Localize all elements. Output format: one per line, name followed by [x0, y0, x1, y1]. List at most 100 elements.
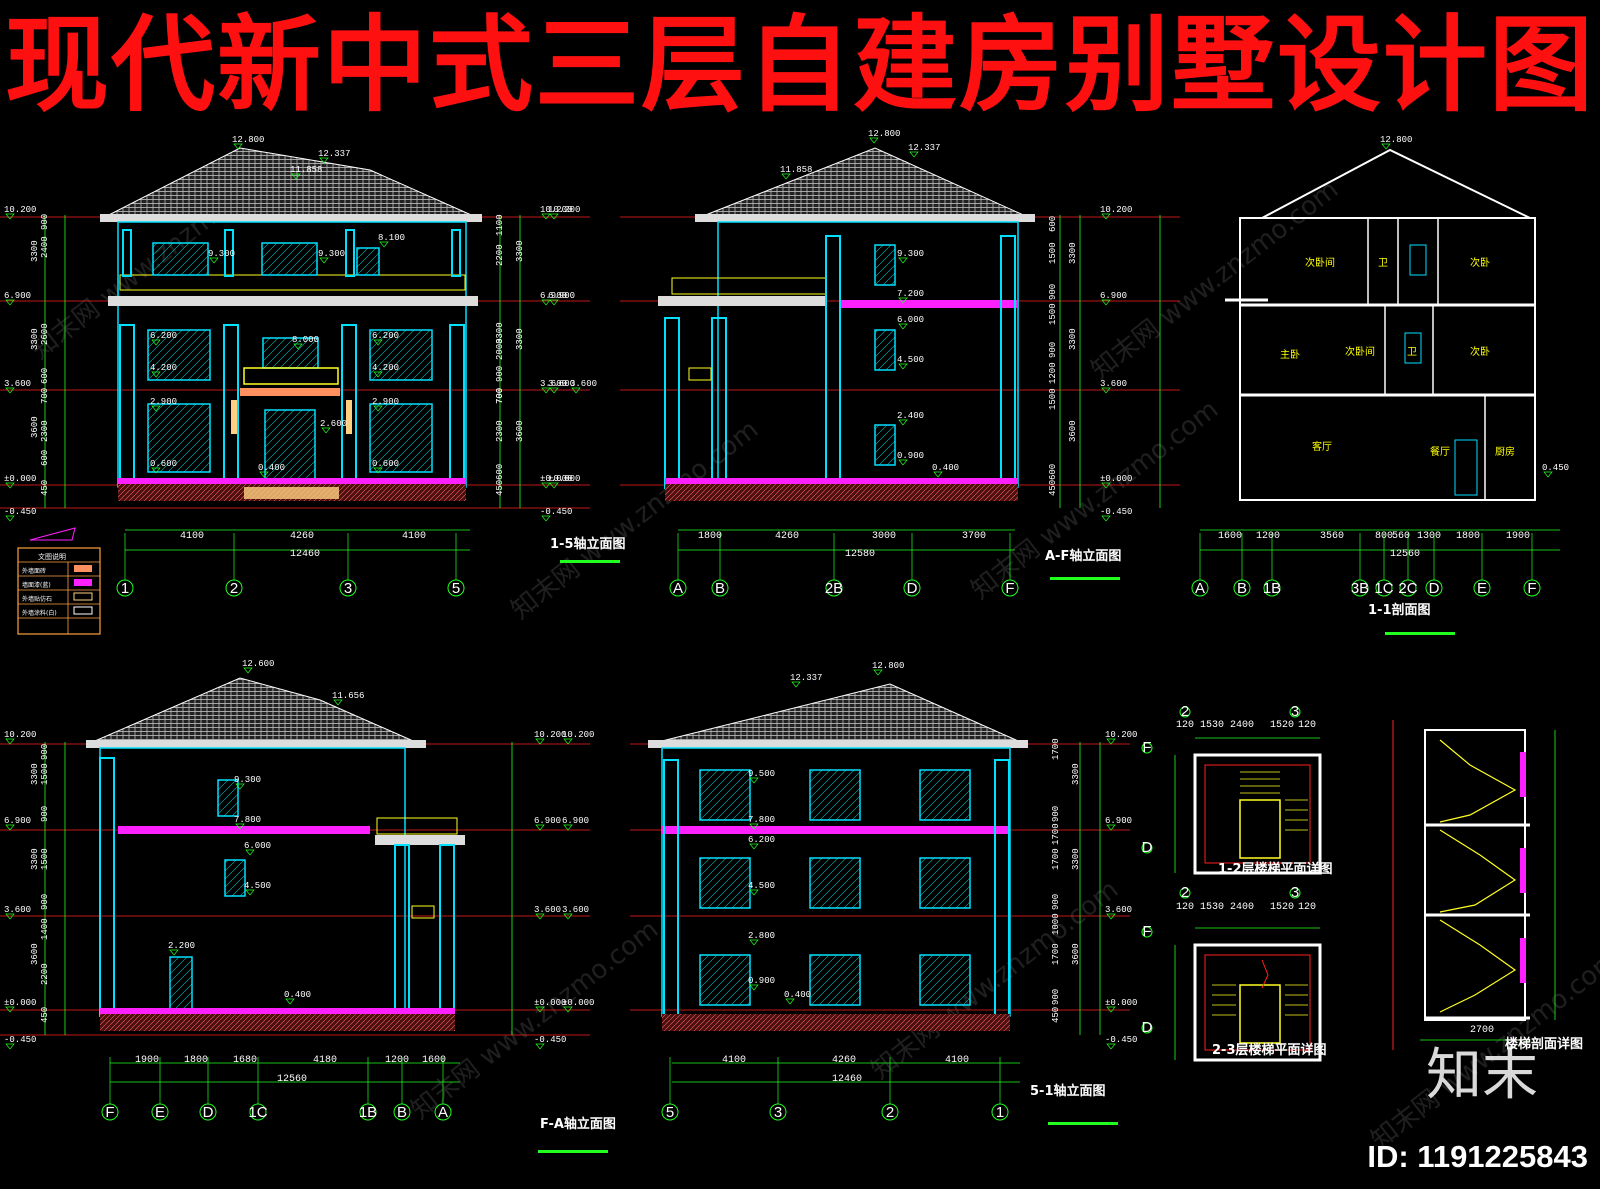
level-label: 8.100 — [378, 233, 405, 243]
level-marker — [535, 738, 545, 745]
dimension-text: 3000 — [872, 531, 896, 542]
level-label: 6.000 — [244, 841, 271, 851]
level-marker — [869, 137, 879, 144]
level-label: ±0.000 — [534, 998, 566, 1008]
level-marker — [749, 777, 759, 784]
level-label: 4.500 — [244, 881, 271, 891]
level-marker — [5, 213, 15, 220]
plinth — [665, 484, 1018, 501]
cornice — [108, 296, 478, 306]
axis-label: 2 — [1181, 884, 1189, 901]
svg-text:墙面漆(蓝): 墙面漆(蓝) — [22, 581, 51, 589]
level-label: 8.000 — [292, 335, 319, 345]
vertical-dimension: 3300 — [515, 328, 525, 350]
vertical-dimension: 3600 — [1068, 420, 1078, 442]
level-marker — [1381, 143, 1391, 150]
vertical-dimension: 3300 — [495, 322, 505, 344]
door — [1454, 439, 1478, 496]
level-marker — [898, 297, 908, 304]
level-label: ±0.000 — [1100, 474, 1132, 484]
vertical-dimension: 1700 — [1051, 738, 1061, 760]
level-label: 10.200 — [534, 730, 566, 740]
svg-text:次卧: 次卧 — [1470, 345, 1490, 358]
dimension-text: 1520 — [1270, 720, 1294, 731]
dimension-text: 120 — [1298, 902, 1316, 913]
elevation-5-1 — [630, 683, 1130, 1083]
level-marker — [1106, 738, 1116, 745]
level-marker — [549, 387, 559, 394]
lamp — [231, 400, 237, 434]
vertical-dimension: 600 — [495, 464, 505, 480]
level-label: 6.900 — [548, 291, 575, 301]
level-marker — [5, 387, 15, 394]
vertical-dimension: 1100 — [495, 214, 505, 236]
level-marker — [785, 998, 795, 1005]
vertical-dimension: 600 — [1048, 216, 1058, 232]
level-marker — [933, 471, 943, 478]
level-marker — [571, 387, 581, 394]
level-label: ±0.000 — [4, 998, 36, 1008]
material-legend: 文图说明 外墙面砖 墙面漆(蓝) 外墙贴仿石 外墙涂料(白) — [17, 527, 101, 635]
svg-text:文图说明: 文图说明 — [38, 552, 66, 561]
axis-label: D — [907, 580, 918, 597]
stair-plan-1 — [1174, 737, 1322, 875]
eave — [86, 740, 426, 748]
vertical-dimension: 450 — [495, 480, 505, 496]
vertical-dimension: 450 — [40, 480, 50, 496]
axis-label: F — [1005, 580, 1014, 597]
level-label: 12.800 — [872, 661, 904, 671]
vertical-dimension: 1500 — [1048, 303, 1058, 325]
svg-text:客厅: 客厅 — [1312, 440, 1332, 453]
level-label: 6.900 — [1100, 291, 1127, 301]
axis-bubble — [1141, 1022, 1153, 1034]
svg-text:外墙贴仿石: 外墙贴仿石 — [22, 595, 52, 603]
level-label: 2.800 — [748, 931, 775, 941]
eave — [695, 214, 1035, 222]
floor-band — [662, 826, 1010, 834]
level-marker — [245, 849, 255, 856]
vertical-dimension: 600 — [40, 368, 50, 384]
image-id-label: ID: 1191225843 — [1367, 1139, 1588, 1174]
axis-label: 1C — [248, 1104, 267, 1121]
floor-band — [118, 826, 370, 834]
level-marker — [293, 343, 303, 350]
door — [1404, 332, 1422, 364]
vertical-dimension: 700 — [40, 388, 50, 404]
level-label: -0.450 — [1100, 507, 1132, 517]
dimension-text: 1300 — [1417, 531, 1441, 542]
level-marker — [151, 405, 161, 412]
axis-label: 3 — [344, 580, 352, 597]
level-marker — [749, 889, 759, 896]
eave — [648, 740, 1028, 748]
dim-chains — [678, 215, 1161, 551]
dimension-text: 4260 — [832, 1055, 856, 1066]
level-marker — [535, 824, 545, 831]
level-marker — [563, 913, 573, 920]
dimension-text: 560 — [1392, 531, 1410, 542]
roof — [87, 677, 421, 745]
elevation-F-A — [0, 677, 590, 1083]
vertical-dimension: 900 — [1051, 806, 1061, 822]
cornice — [658, 296, 826, 306]
axis-label: 5 — [666, 1104, 674, 1121]
dimension-text: 4100 — [402, 531, 426, 542]
total-dimension: 12460 — [832, 1074, 862, 1085]
level-marker — [898, 419, 908, 426]
vertical-dimension: 3300 — [1068, 328, 1078, 350]
axis-label: 2B — [825, 580, 843, 597]
level-label: 6.900 — [4, 291, 31, 301]
axis-label: 1B — [1263, 580, 1281, 597]
partitions — [1367, 218, 1486, 500]
level-label: 7.800 — [234, 815, 261, 825]
level-label: 6.900 — [540, 291, 567, 301]
level-marker — [169, 949, 179, 956]
axis-label: 1B — [359, 1104, 377, 1121]
axis-bubble — [1179, 706, 1191, 718]
level-label: 4.200 — [372, 363, 399, 373]
level-label: 3.600 — [570, 379, 597, 389]
level-label: 0.400 — [784, 990, 811, 1000]
vertical-dimension: 700 — [495, 388, 505, 404]
level-label: 7.800 — [748, 815, 775, 825]
